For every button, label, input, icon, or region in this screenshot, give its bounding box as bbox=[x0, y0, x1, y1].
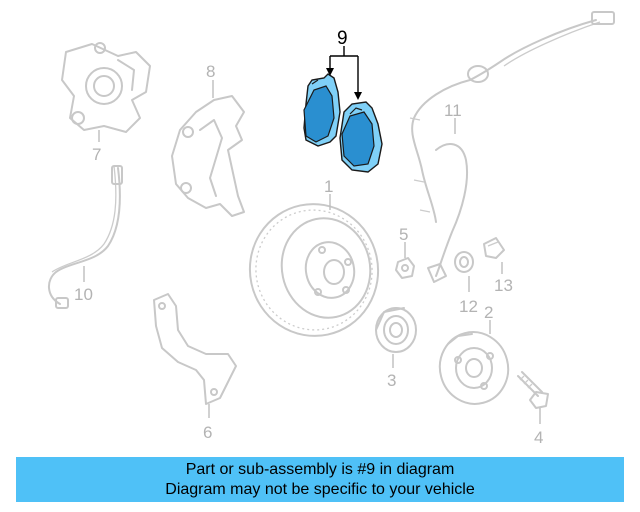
part-4-bolt bbox=[517, 371, 549, 409]
part-6-splash-shield bbox=[153, 293, 237, 405]
callout-12: 12 bbox=[459, 297, 478, 316]
parts-diagram: 7 8 9 1 bbox=[48, 11, 615, 447]
callout-7: 7 bbox=[92, 145, 101, 164]
part-11-wear-sensor bbox=[409, 11, 615, 283]
callout-9-leader bbox=[326, 46, 362, 100]
part-12-grommet bbox=[454, 251, 474, 273]
part-13-clip bbox=[483, 237, 505, 259]
callout-1: 1 bbox=[324, 177, 333, 196]
callout-5: 5 bbox=[399, 225, 408, 244]
part-1-brake-rotor bbox=[248, 203, 380, 337]
part-5-nut bbox=[395, 257, 415, 279]
part-9-brake-pads bbox=[303, 73, 383, 173]
part-2-wheel-hub bbox=[438, 331, 510, 405]
part-info-banner: Part or sub-assembly is #9 in diagram Di… bbox=[16, 457, 624, 502]
callout-3: 3 bbox=[387, 371, 396, 390]
callout-2: 2 bbox=[484, 303, 493, 322]
banner-line-disclaimer: Diagram may not be specific to your vehi… bbox=[165, 480, 475, 498]
part-7-caliper bbox=[61, 42, 151, 133]
callout-8: 8 bbox=[206, 62, 215, 81]
part-8-caliper-bracket bbox=[171, 95, 245, 217]
callout-13: 13 bbox=[494, 276, 513, 295]
callout-10: 10 bbox=[74, 285, 93, 304]
callout-9: 9 bbox=[337, 28, 348, 49]
callout-6: 6 bbox=[203, 423, 212, 442]
callout-4: 4 bbox=[534, 428, 543, 447]
part-10-brake-hose bbox=[48, 165, 123, 309]
banner-line-part-number: Part or sub-assembly is #9 in diagram bbox=[185, 460, 455, 478]
callout-11: 11 bbox=[444, 101, 462, 120]
part-3-wheel-bearing bbox=[375, 307, 417, 353]
